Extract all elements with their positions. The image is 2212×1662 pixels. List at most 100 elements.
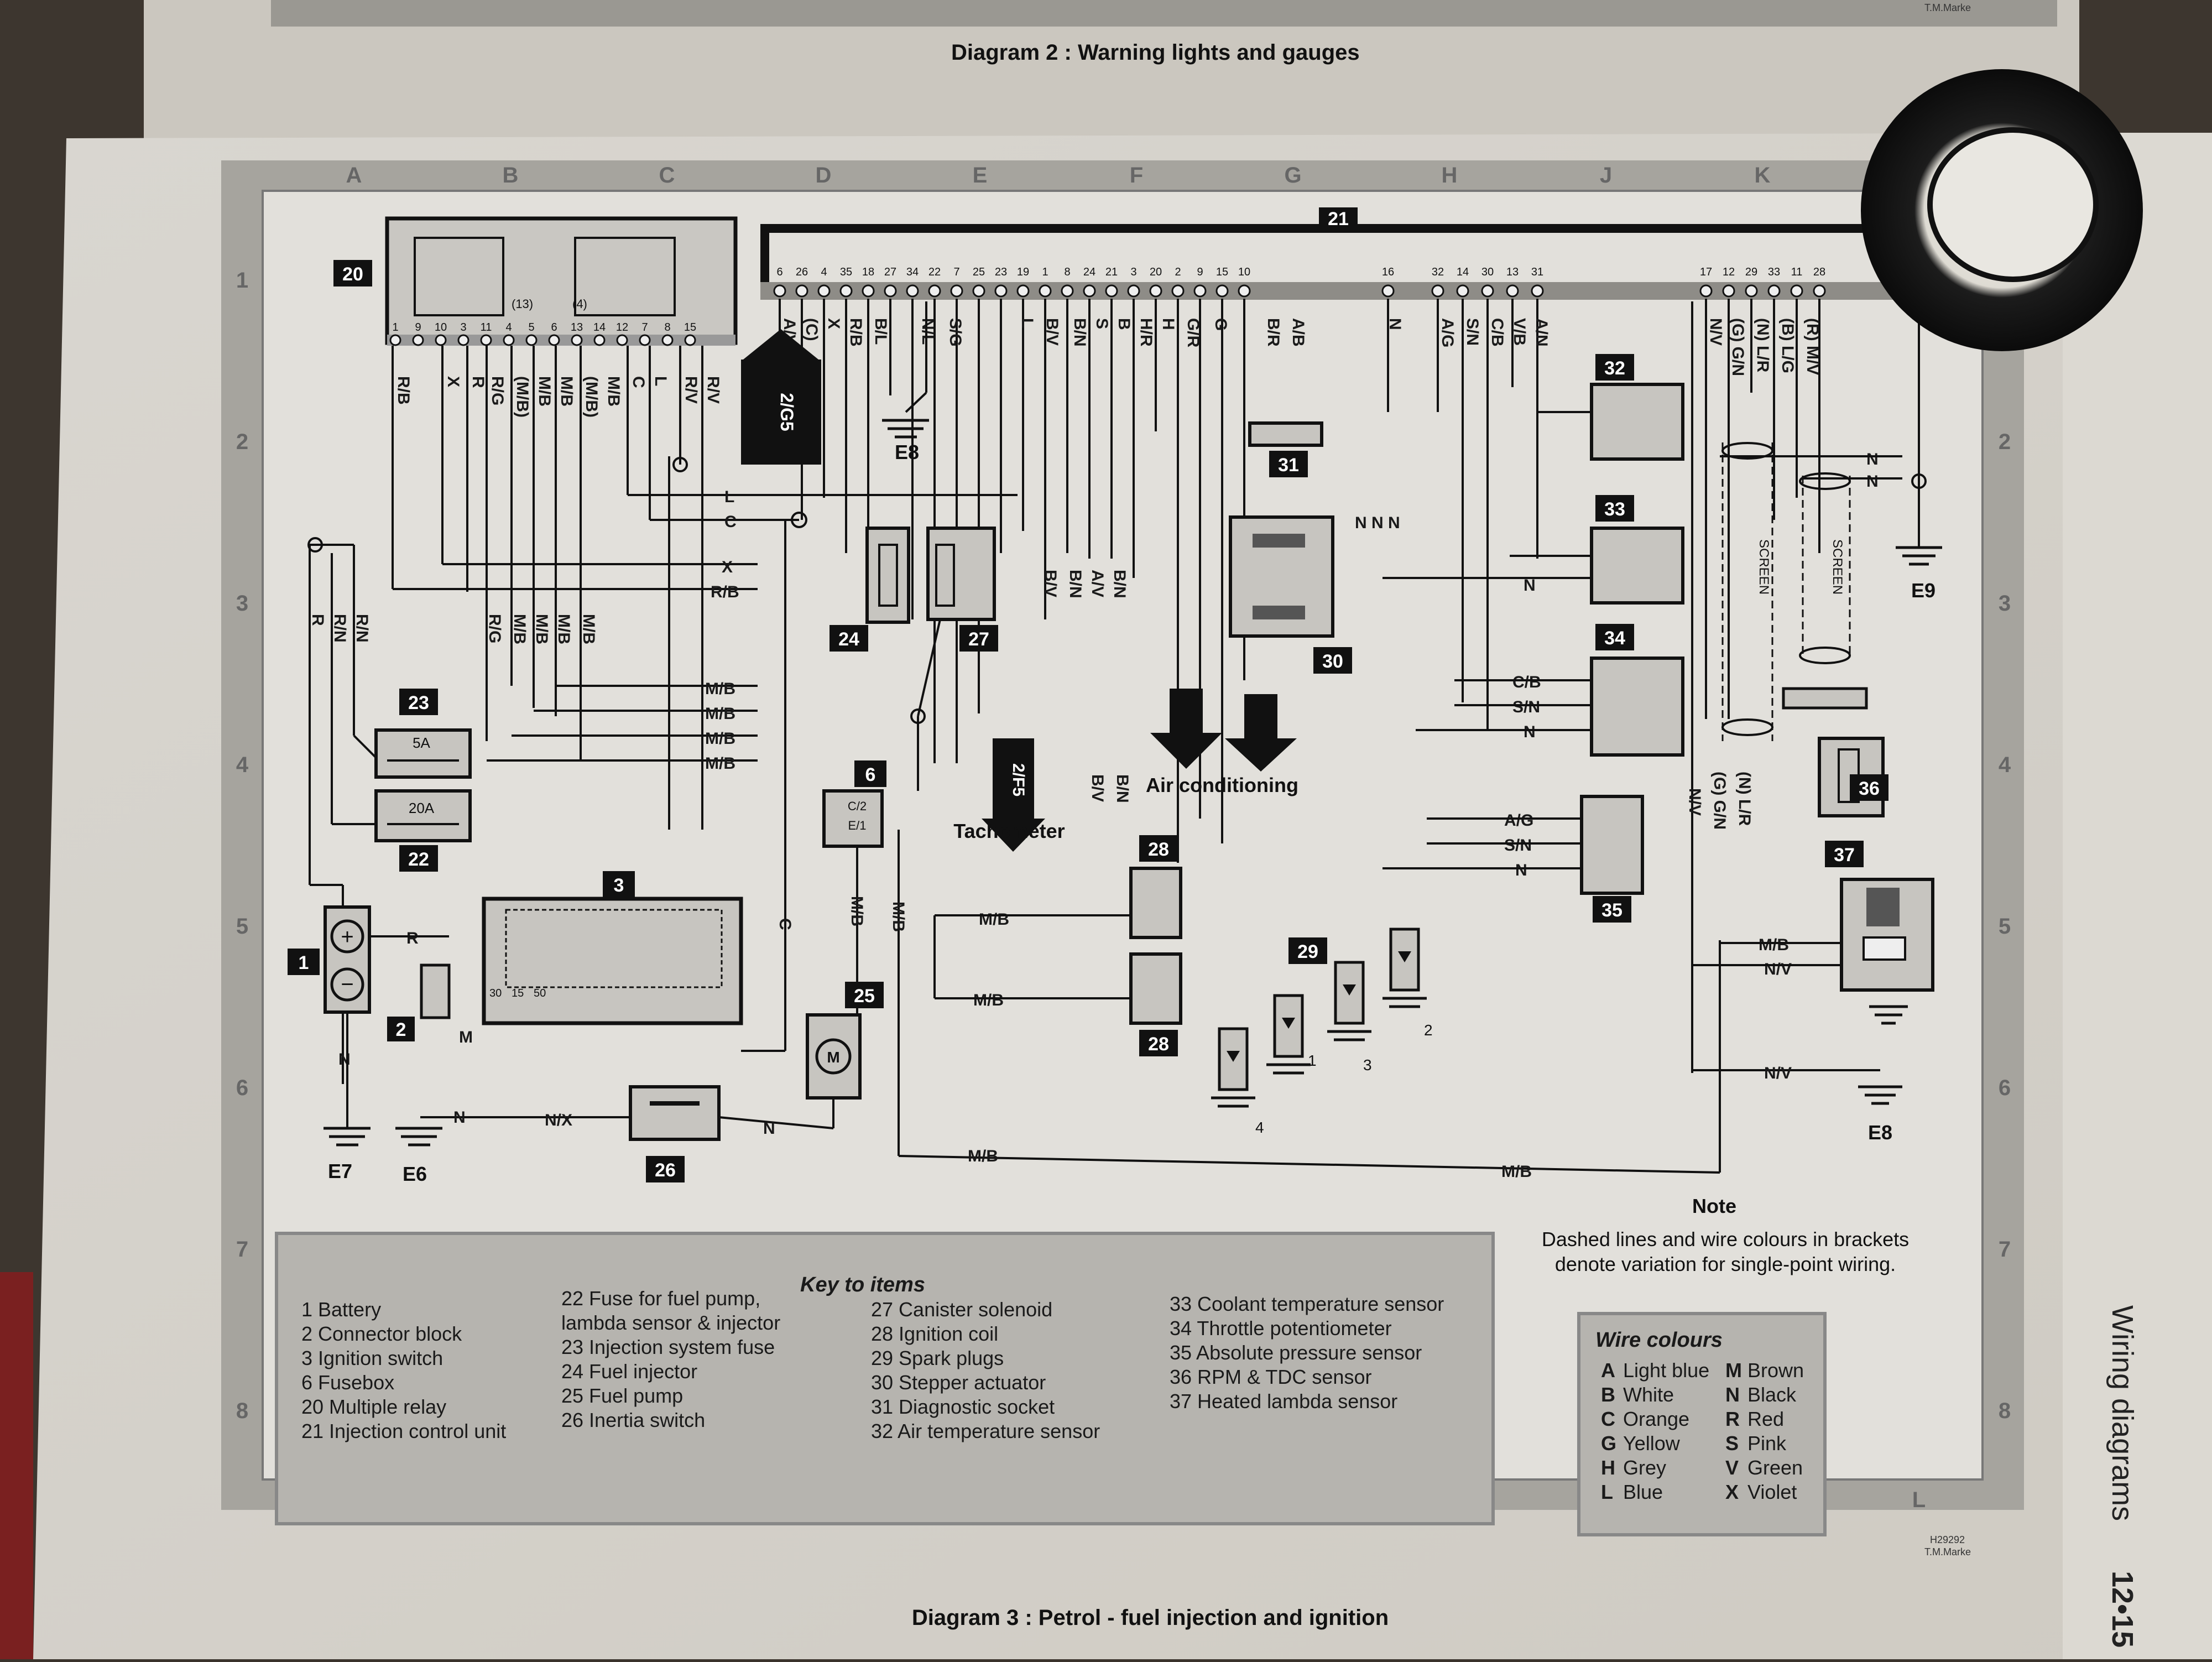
wire-label-batt-n: N <box>338 1050 351 1069</box>
earth-e8-top: E8 <box>895 441 919 463</box>
relay-pin <box>457 334 469 346</box>
earth-e8-top-symbol <box>882 419 929 439</box>
grid-number-left: 3 <box>236 591 248 616</box>
ecu-pin <box>906 284 919 298</box>
wire-label-cb-34: C/B <box>1512 673 1541 691</box>
wire-label-n-e6: N <box>453 1108 466 1127</box>
lower-wire-label: R/G <box>486 614 504 643</box>
wire-label-nnn: N N N <box>1355 514 1400 532</box>
label-box-20 <box>333 260 372 286</box>
wire-colours-panel <box>1577 1312 1827 1536</box>
wire-label-lr-v: (N) L/R <box>1735 772 1754 826</box>
fusebox-pin-c2: C/2 <box>848 799 867 813</box>
earth-e9: E9 <box>1911 579 1936 602</box>
relay-pin-label: 9 <box>415 321 421 334</box>
ecu-wire-label: B <box>1115 318 1133 330</box>
relay-wire-label: L <box>651 376 670 386</box>
label-box-33 <box>1595 495 1634 522</box>
relay-pin <box>480 334 492 346</box>
relay-pin <box>639 334 651 346</box>
wire-label-l: L <box>724 488 734 506</box>
label-26: 26 <box>655 1160 676 1181</box>
key-item: 20 Multiple relay <box>301 1395 446 1418</box>
ecu-pin <box>1531 284 1544 298</box>
key-item: 29 Spark plugs <box>871 1347 1004 1369</box>
ecu-pin-label: 17 <box>1700 266 1712 278</box>
label-box-2 <box>387 1017 415 1041</box>
wire-colour-name: Yellow <box>1623 1432 1681 1455</box>
label-box-1 <box>288 949 320 975</box>
page-number: 12•15 <box>2106 1571 2139 1648</box>
label-box-36 <box>1850 774 1888 801</box>
label-24: 24 <box>838 629 859 650</box>
ecu-pin <box>1699 284 1713 298</box>
lambda-heater <box>1863 936 1906 961</box>
relay-pin <box>412 334 424 346</box>
wire-colour-code: G <box>1601 1432 1616 1455</box>
label-box-28a <box>1139 835 1178 862</box>
ecu-pin-label: 11 <box>1791 266 1803 278</box>
ecu-wire-label: C/B <box>1488 318 1506 347</box>
prev-grid-strip <box>271 0 2057 27</box>
grid-number-right: 6 <box>1999 1076 2011 1100</box>
relay-pin <box>548 334 560 346</box>
label-27: 27 <box>968 629 989 650</box>
wire-colour-code: H <box>1601 1456 1615 1479</box>
ign-pin-50: 50 <box>534 987 546 999</box>
ecu-wire-label: (B) L/G <box>1778 318 1797 373</box>
junction-rv <box>672 457 688 472</box>
key-item: 24 Fuel injector <box>561 1360 697 1383</box>
relay-pin <box>435 334 447 346</box>
label-box-27 <box>959 625 998 652</box>
fuel-pump-fuse <box>374 789 472 842</box>
e9-junction <box>1911 473 1927 489</box>
label-box-37 <box>1825 841 1864 867</box>
ecu-pin <box>1481 284 1494 298</box>
lower-wire-label: R <box>309 614 327 626</box>
wire-label-mb-37: M/B <box>1759 936 1789 954</box>
wire-label-mb2: M/B <box>705 705 735 723</box>
label-box-3 <box>603 871 635 898</box>
relay-wire-label: R/B <box>394 376 413 405</box>
ecu-wire-label: A/G <box>1438 318 1457 347</box>
wire-label-ag-35: A/G <box>1504 811 1533 830</box>
wire-colour-name: Light blue <box>1623 1359 1709 1382</box>
wire-label-nv-e8: N/V <box>1764 1064 1792 1082</box>
stepper-coil-2 <box>1253 606 1305 619</box>
relay-wire-label: R/G <box>488 376 507 405</box>
key-item: 23 Injection system fuse <box>561 1336 775 1358</box>
earth-e8-symbol <box>1858 1085 1902 1105</box>
right-page-strip <box>2063 133 2212 1659</box>
key-item: 6 Fusebox <box>301 1371 394 1394</box>
key-item: 33 Coolant temperature sensor <box>1170 1293 1444 1315</box>
ac-arrow-1-icon <box>1150 689 1222 769</box>
relay-pin-label: 8 <box>664 321 670 334</box>
label-28b: 28 <box>1148 1034 1169 1055</box>
ecu-pin <box>1171 284 1185 298</box>
earth-e8-right: E8 <box>1868 1121 1892 1144</box>
label-37: 37 <box>1834 845 1855 866</box>
ecu-pin <box>1381 284 1395 298</box>
ecu-pin <box>1127 284 1140 298</box>
label-box-29 <box>1288 937 1327 964</box>
ecu-pin-label: 9 <box>1197 266 1203 278</box>
ecu-pin-label: 10 <box>1238 266 1250 278</box>
label-34: 34 <box>1604 628 1625 649</box>
ecu-pin <box>994 284 1008 298</box>
coolant-temperature-sensor <box>1590 527 1684 605</box>
plug-label-1: 1 <box>1308 1052 1317 1069</box>
wire-label-sn-34: S/N <box>1512 698 1540 716</box>
lower-wire-label: M/B <box>533 614 551 644</box>
wire-label-mb-bottom2: M/B <box>1501 1163 1532 1181</box>
relay-pin-label: 3 <box>460 321 466 334</box>
connector-block <box>420 963 451 1019</box>
ecu-wire-label: N/L <box>919 318 937 345</box>
key-item: 27 Canister solenoid <box>871 1298 1052 1321</box>
label-20: 20 <box>342 264 363 285</box>
grid-number-right: 5 <box>1999 914 2011 939</box>
tape-roll-core <box>1927 127 2099 282</box>
wire-label-nx: N/X <box>545 1111 572 1129</box>
